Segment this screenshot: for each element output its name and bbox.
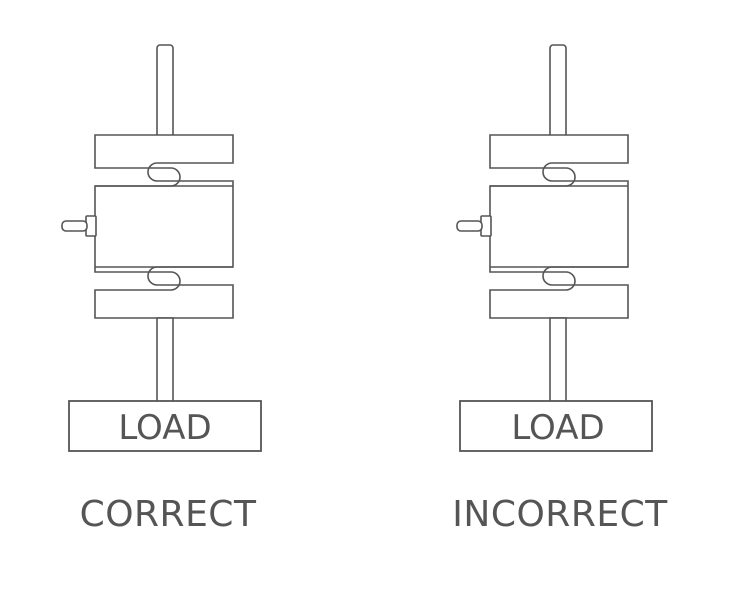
cable [61,220,88,232]
correct-diagram: LOAD CORRECT [61,44,262,535]
load-box [68,400,262,452]
s-load-cell [94,134,234,319]
bottom-rod [156,317,174,403]
caption-correct: CORRECT [80,494,257,535]
incorrect-diagram: LOAD INCORRECT [452,44,668,535]
load-label: LOAD [511,408,604,448]
load-box [459,400,653,452]
s-load-cell [489,134,629,319]
top-rod [549,44,567,138]
cable [456,220,483,232]
load-label: LOAD [118,408,211,448]
bottom-rod [549,317,567,403]
caption-incorrect: INCORRECT [452,494,668,535]
top-rod [156,44,174,138]
